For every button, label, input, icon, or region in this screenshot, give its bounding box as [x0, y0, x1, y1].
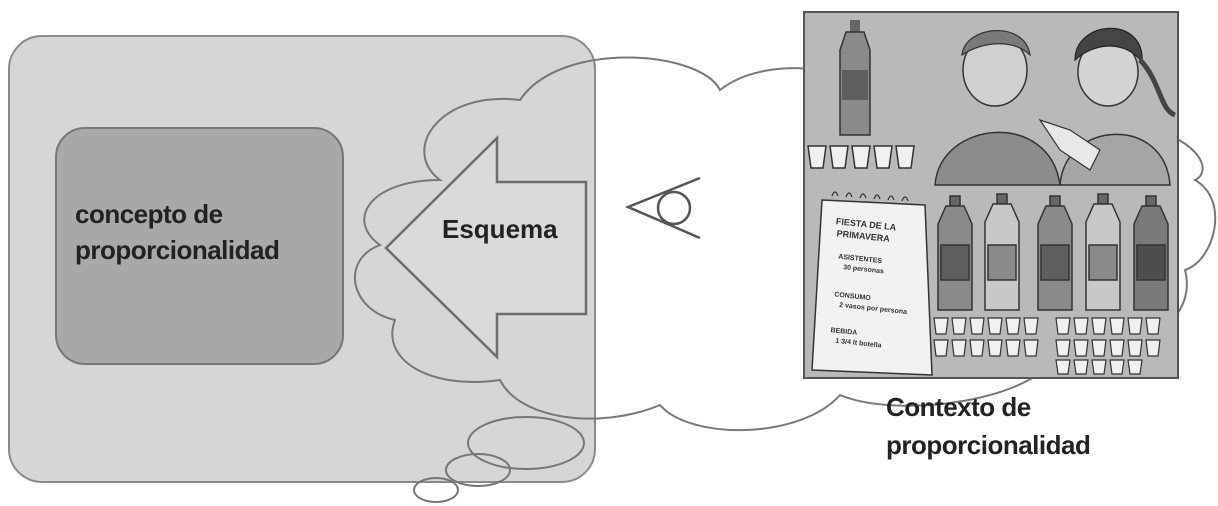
notebook-row-2: 30 personas — [843, 264, 884, 275]
children-illustration — [934, 27, 1177, 186]
context-label: Contexto de proporcionalidad — [886, 388, 1146, 464]
schema-label: Esquema — [442, 214, 558, 244]
thought-bubble-large — [467, 416, 585, 470]
notebook-row-1: ASISTENTES — [838, 254, 883, 266]
cup-grid-right — [1055, 317, 1161, 375]
cup-row-top — [807, 145, 915, 169]
context-illustration: FIESTA DE LA PRIMAVERA ASISTENTES 30 per… — [803, 11, 1179, 379]
bottle-icon — [984, 193, 1020, 311]
bottle-row — [937, 193, 1169, 311]
bottle-icon — [1133, 195, 1169, 311]
concept-line-1: concepto de — [75, 199, 223, 229]
concept-label: concepto de proporcionalidad — [75, 196, 335, 268]
concept-box — [55, 127, 344, 365]
bottle-icon — [839, 20, 871, 136]
schema-arrow — [384, 135, 588, 360]
cup-grid-left — [933, 317, 1039, 357]
notebook-illustration: FIESTA DE LA PRIMAVERA ASISTENTES 30 per… — [811, 191, 933, 376]
context-line-1: Contexto de — [886, 392, 1031, 422]
bottle-icon — [937, 195, 973, 311]
thought-bubble-medium — [445, 453, 511, 487]
notebook-row-5: BEBIDA — [830, 327, 857, 337]
context-line-2: proporcionalidad — [886, 430, 1091, 460]
thought-bubble-small — [413, 477, 459, 503]
notebook-row-3: CONSUMO — [834, 291, 872, 302]
bottle-icon — [1085, 193, 1121, 311]
notebook-row-6: 1 3/4 lt botella — [835, 338, 882, 350]
concept-line-2: proporcionalidad — [75, 235, 280, 265]
eye-icon — [624, 176, 701, 240]
cup-grid — [933, 317, 1161, 375]
bottle-icon — [1037, 195, 1073, 311]
